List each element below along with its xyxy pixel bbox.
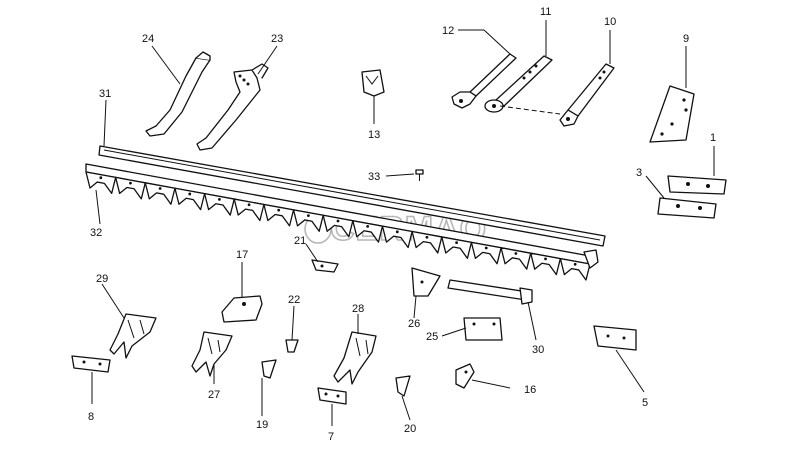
part-30-bar bbox=[447, 279, 533, 305]
knife-head bbox=[583, 249, 599, 269]
callout-13: 13 bbox=[368, 129, 380, 141]
part-22-clip bbox=[285, 339, 299, 353]
part-24-guard-plate bbox=[145, 51, 211, 137]
callout-19: 19 bbox=[256, 419, 268, 431]
callout-3: 3 bbox=[636, 167, 642, 179]
callout-17: 17 bbox=[236, 249, 248, 261]
rivet-hole bbox=[188, 192, 192, 196]
leader-lines bbox=[91, 20, 715, 426]
callout-24: 24 bbox=[142, 33, 154, 45]
part-12-connecting-rod bbox=[451, 53, 517, 109]
rivet-hole bbox=[425, 235, 429, 239]
rivet-hole bbox=[218, 197, 221, 201]
rivet-hole bbox=[158, 187, 162, 190]
part-28-finger-guard bbox=[333, 331, 377, 385]
callout-12: 12 bbox=[442, 25, 454, 37]
rivet-hole bbox=[99, 176, 103, 180]
callout-10: 10 bbox=[604, 16, 616, 28]
rivet-hole bbox=[277, 208, 281, 212]
part-29-finger-guard bbox=[109, 313, 157, 359]
rivet-hole bbox=[366, 225, 370, 228]
part-21-bracket bbox=[311, 259, 339, 273]
part-11-connecting-rod bbox=[484, 55, 553, 113]
callout-33: 33 bbox=[368, 171, 380, 183]
callout-1: 1 bbox=[710, 132, 716, 144]
assembly-dash-line bbox=[499, 105, 561, 115]
callout-8: 8 bbox=[88, 411, 94, 423]
rivet-hole bbox=[544, 257, 547, 261]
part-32-sickle-sections bbox=[85, 163, 599, 281]
callout-27: 27 bbox=[208, 389, 220, 401]
part-5-bracket bbox=[593, 325, 637, 351]
part-27-finger-guard bbox=[191, 331, 233, 377]
part-23-guard-plate bbox=[196, 63, 269, 151]
rivet-hole bbox=[514, 252, 518, 255]
rivet-hole bbox=[247, 203, 251, 207]
callout-23: 23 bbox=[271, 33, 283, 45]
rivet-hole bbox=[484, 246, 488, 250]
part-13-clip bbox=[361, 69, 385, 100]
callout-29: 29 bbox=[96, 273, 108, 285]
rivet-hole bbox=[306, 214, 310, 217]
callout-21: 21 bbox=[294, 235, 306, 247]
rivet-hole bbox=[395, 230, 399, 234]
part-17-guard-plate bbox=[221, 295, 263, 323]
part-16-plate bbox=[455, 363, 475, 389]
callout-32: 32 bbox=[90, 227, 102, 239]
part-1-wear-plate bbox=[667, 175, 727, 195]
callout-25: 25 bbox=[426, 331, 438, 343]
part-25-plate bbox=[463, 317, 503, 341]
rivet-hole bbox=[573, 262, 577, 266]
rivet-hole bbox=[336, 219, 340, 223]
callout-30: 30 bbox=[532, 344, 544, 356]
callout-28: 28 bbox=[352, 303, 364, 315]
callout-31: 31 bbox=[99, 88, 111, 100]
part-9-plate bbox=[649, 85, 695, 143]
callout-7: 7 bbox=[328, 431, 334, 443]
part-26-plate bbox=[411, 267, 441, 297]
part-20-clip bbox=[395, 375, 411, 397]
callout-11: 11 bbox=[540, 6, 551, 18]
rivet-hole bbox=[455, 241, 458, 245]
section-back-strip bbox=[85, 163, 591, 265]
part-7-hold-down bbox=[317, 387, 347, 405]
callout-5: 5 bbox=[642, 397, 648, 409]
part-19-clip bbox=[261, 359, 277, 379]
callout-20: 20 bbox=[404, 423, 416, 435]
callout-labels: 1 3 5 7 8 9 10 11 12 13 16 17 19 20 21 2… bbox=[88, 6, 716, 443]
callout-26: 26 bbox=[408, 318, 420, 330]
part-33-rivet bbox=[415, 169, 424, 181]
callout-16: 16 bbox=[524, 384, 536, 396]
part-3-wear-plate bbox=[657, 197, 717, 219]
part-10-connecting-rod bbox=[559, 63, 615, 127]
rivet-hole bbox=[129, 181, 132, 185]
callout-9: 9 bbox=[683, 33, 689, 45]
callout-22: 22 bbox=[288, 294, 300, 306]
part-31-knife-bar bbox=[98, 145, 606, 247]
part-8-hold-down bbox=[71, 355, 111, 373]
